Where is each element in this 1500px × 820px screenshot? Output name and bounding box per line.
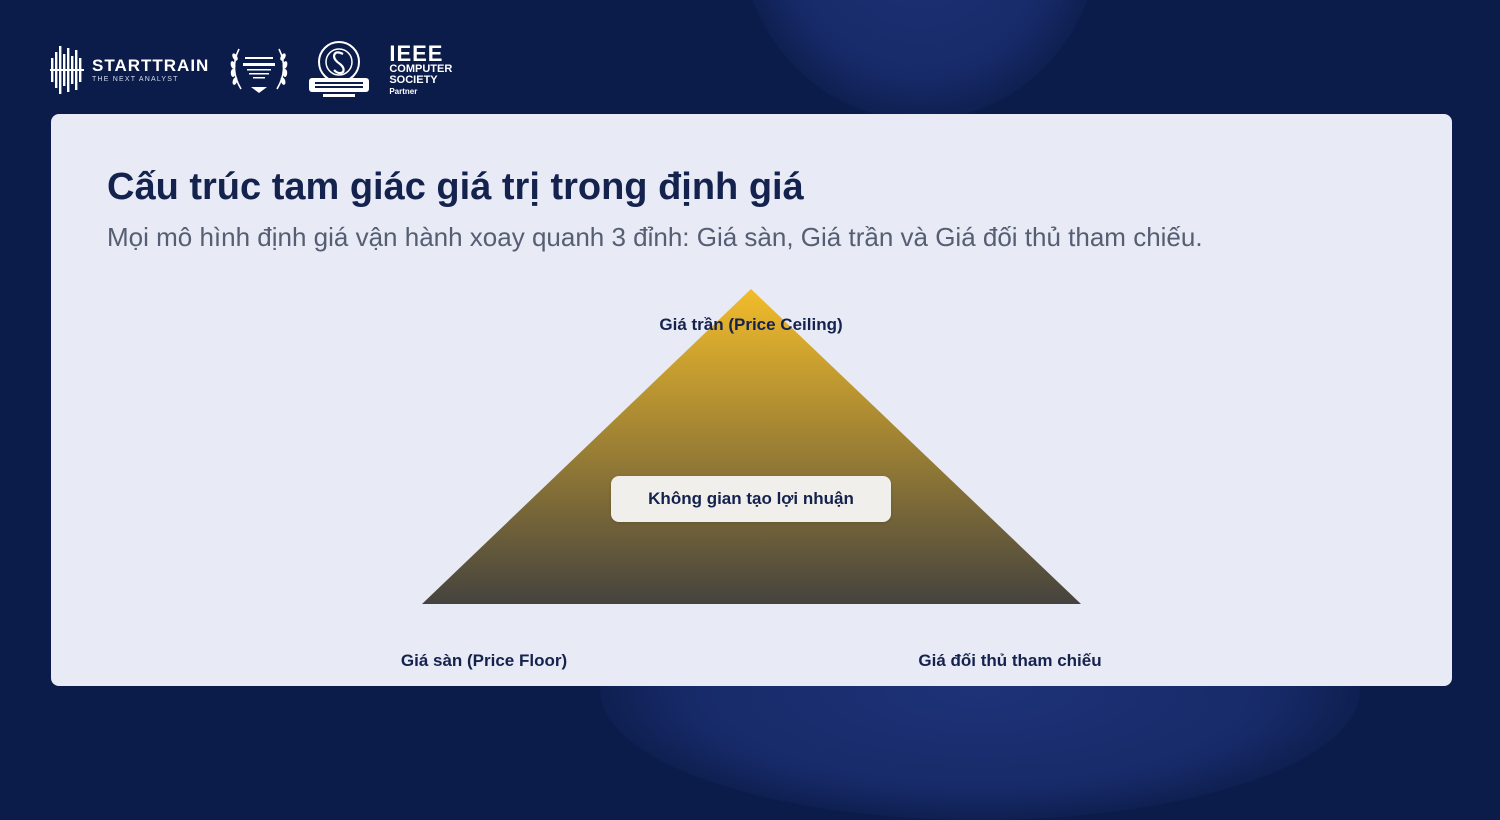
ieee-partner-label: Partner [389,86,418,96]
starttrain-logo: STARTTRAIN THE NEXT ANALYST [50,44,209,96]
price-floor-label: Giá sàn (Price Floor) [400,651,568,670]
page-subtitle: Mọi mô hình định giá vận hành xoay quanh… [107,222,1203,252]
ieee-computer-society-logo: IEEE COMPUTER SOCIETY Partner [389,40,453,97]
vietnam-top-brands-badge-icon [230,48,288,93]
ieee-title: IEEE [389,40,444,66]
brand-tagline: THE NEXT ANALYST [92,76,179,83]
value-triangle [422,289,1081,604]
starttrain-bars-icon [50,46,84,94]
background-blob-top [740,0,1100,120]
header: STARTTRAIN THE NEXT ANALYST [50,40,452,100]
ieee-line-society: SOCIETY [389,73,438,86]
content-card: Cấu trúc tam giác giá trị trong định giá… [51,114,1452,686]
duns-registered-badge-icon [309,41,370,97]
brand-name: STARTTRAIN [92,56,210,75]
value-triangle-diagram [422,289,1081,604]
competitor-reference-price-label: Giá đối thủ tham chiếu [918,651,1102,670]
page-title: Cấu trúc tam giác giá trị trong định giá [107,166,804,208]
price-ceiling-label: Giá trần (Price Ceiling) [659,315,843,334]
profit-space-box: Không gian tạo lợi nhuận [611,476,891,522]
ieee-line-computer: COMPUTER [389,62,453,75]
